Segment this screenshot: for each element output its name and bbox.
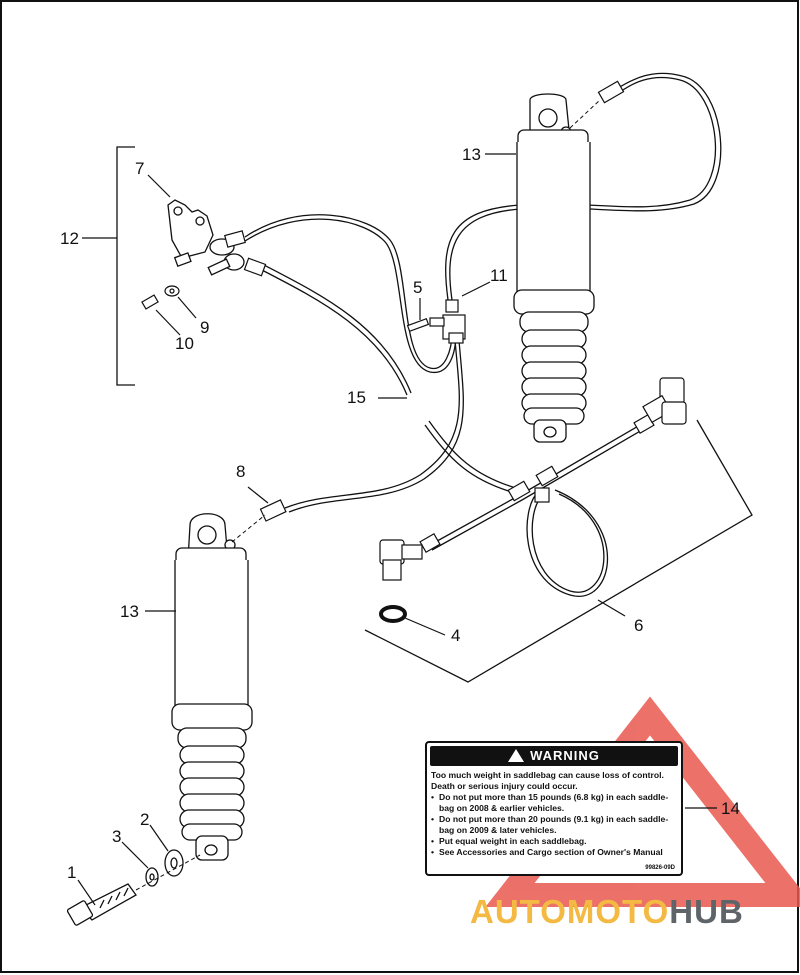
warning-bullet: Do not put more than 20 pounds (9.1 kg) … <box>431 814 677 836</box>
screw-5 <box>406 317 430 333</box>
warning-body: Too much weight in saddlebag can cause l… <box>431 770 677 858</box>
bolt-1 <box>66 883 137 926</box>
callout-3: 3 <box>112 827 122 846</box>
dash-bolt <box>135 854 201 891</box>
callout-11: 11 <box>490 266 508 285</box>
warning-header: WARNING <box>430 746 678 766</box>
watermark-hub: HUB <box>669 893 744 930</box>
shock-absorber-top <box>513 93 595 443</box>
callout-7: 7 <box>135 159 145 178</box>
warning-triangle-icon <box>508 749 525 762</box>
warning-bullet: Put equal weight in each saddlebag. <box>431 836 677 847</box>
air-lines <box>244 72 722 597</box>
warning-header-text: WARNING <box>530 748 600 763</box>
warning-label: WARNING Too much weight in saddlebag can… <box>425 741 683 876</box>
callout-14: 14 <box>721 799 740 818</box>
callout-10: 10 <box>175 334 194 353</box>
callout-13-top: 13 <box>462 145 481 164</box>
warning-bullet: Do not put more than 15 pounds (6.8 kg) … <box>431 792 677 814</box>
callout-15: 15 <box>347 388 366 407</box>
kit-outline <box>364 419 753 683</box>
callout-12: 12 <box>60 229 79 248</box>
t-fitting-11 <box>429 299 466 344</box>
mounting-plate-7 <box>167 199 245 276</box>
fitting-8 <box>259 499 287 522</box>
elbow-fitting-right <box>642 377 687 425</box>
callout-9: 9 <box>200 318 210 337</box>
leader-lines <box>77 153 717 906</box>
washer-3 <box>145 867 159 887</box>
callout-5: 5 <box>413 278 423 297</box>
warning-line: Too much weight in saddlebag can cause l… <box>431 770 664 791</box>
dash-bottom-shock <box>231 514 266 543</box>
warning-bullet: See Accessories and Cargo section of Own… <box>431 847 677 858</box>
watermark-auto: AUTOMOTO <box>470 893 670 930</box>
nut-9 <box>164 285 180 297</box>
o-ring-4 <box>379 605 407 623</box>
callout-13-bottom: 13 <box>120 602 139 621</box>
connector-top <box>597 80 625 104</box>
dash-top-shock <box>569 99 601 129</box>
washer-2 <box>164 849 184 877</box>
bracket-12 <box>82 146 135 386</box>
elbow-fitting-left <box>379 539 423 581</box>
callout-4: 4 <box>451 626 461 645</box>
callout-2: 2 <box>140 810 150 829</box>
screw-10 <box>141 294 159 310</box>
t-fittings-6 <box>419 413 655 554</box>
callout-8: 8 <box>236 462 246 481</box>
callout-6: 6 <box>634 616 644 635</box>
shock-absorber-bottom <box>171 513 253 861</box>
watermark-text: AUTOMOTOHUB <box>470 893 744 931</box>
connector-plate <box>224 230 267 277</box>
warning-part-code: 99826-09D <box>645 865 675 871</box>
callout-1: 1 <box>67 863 77 882</box>
